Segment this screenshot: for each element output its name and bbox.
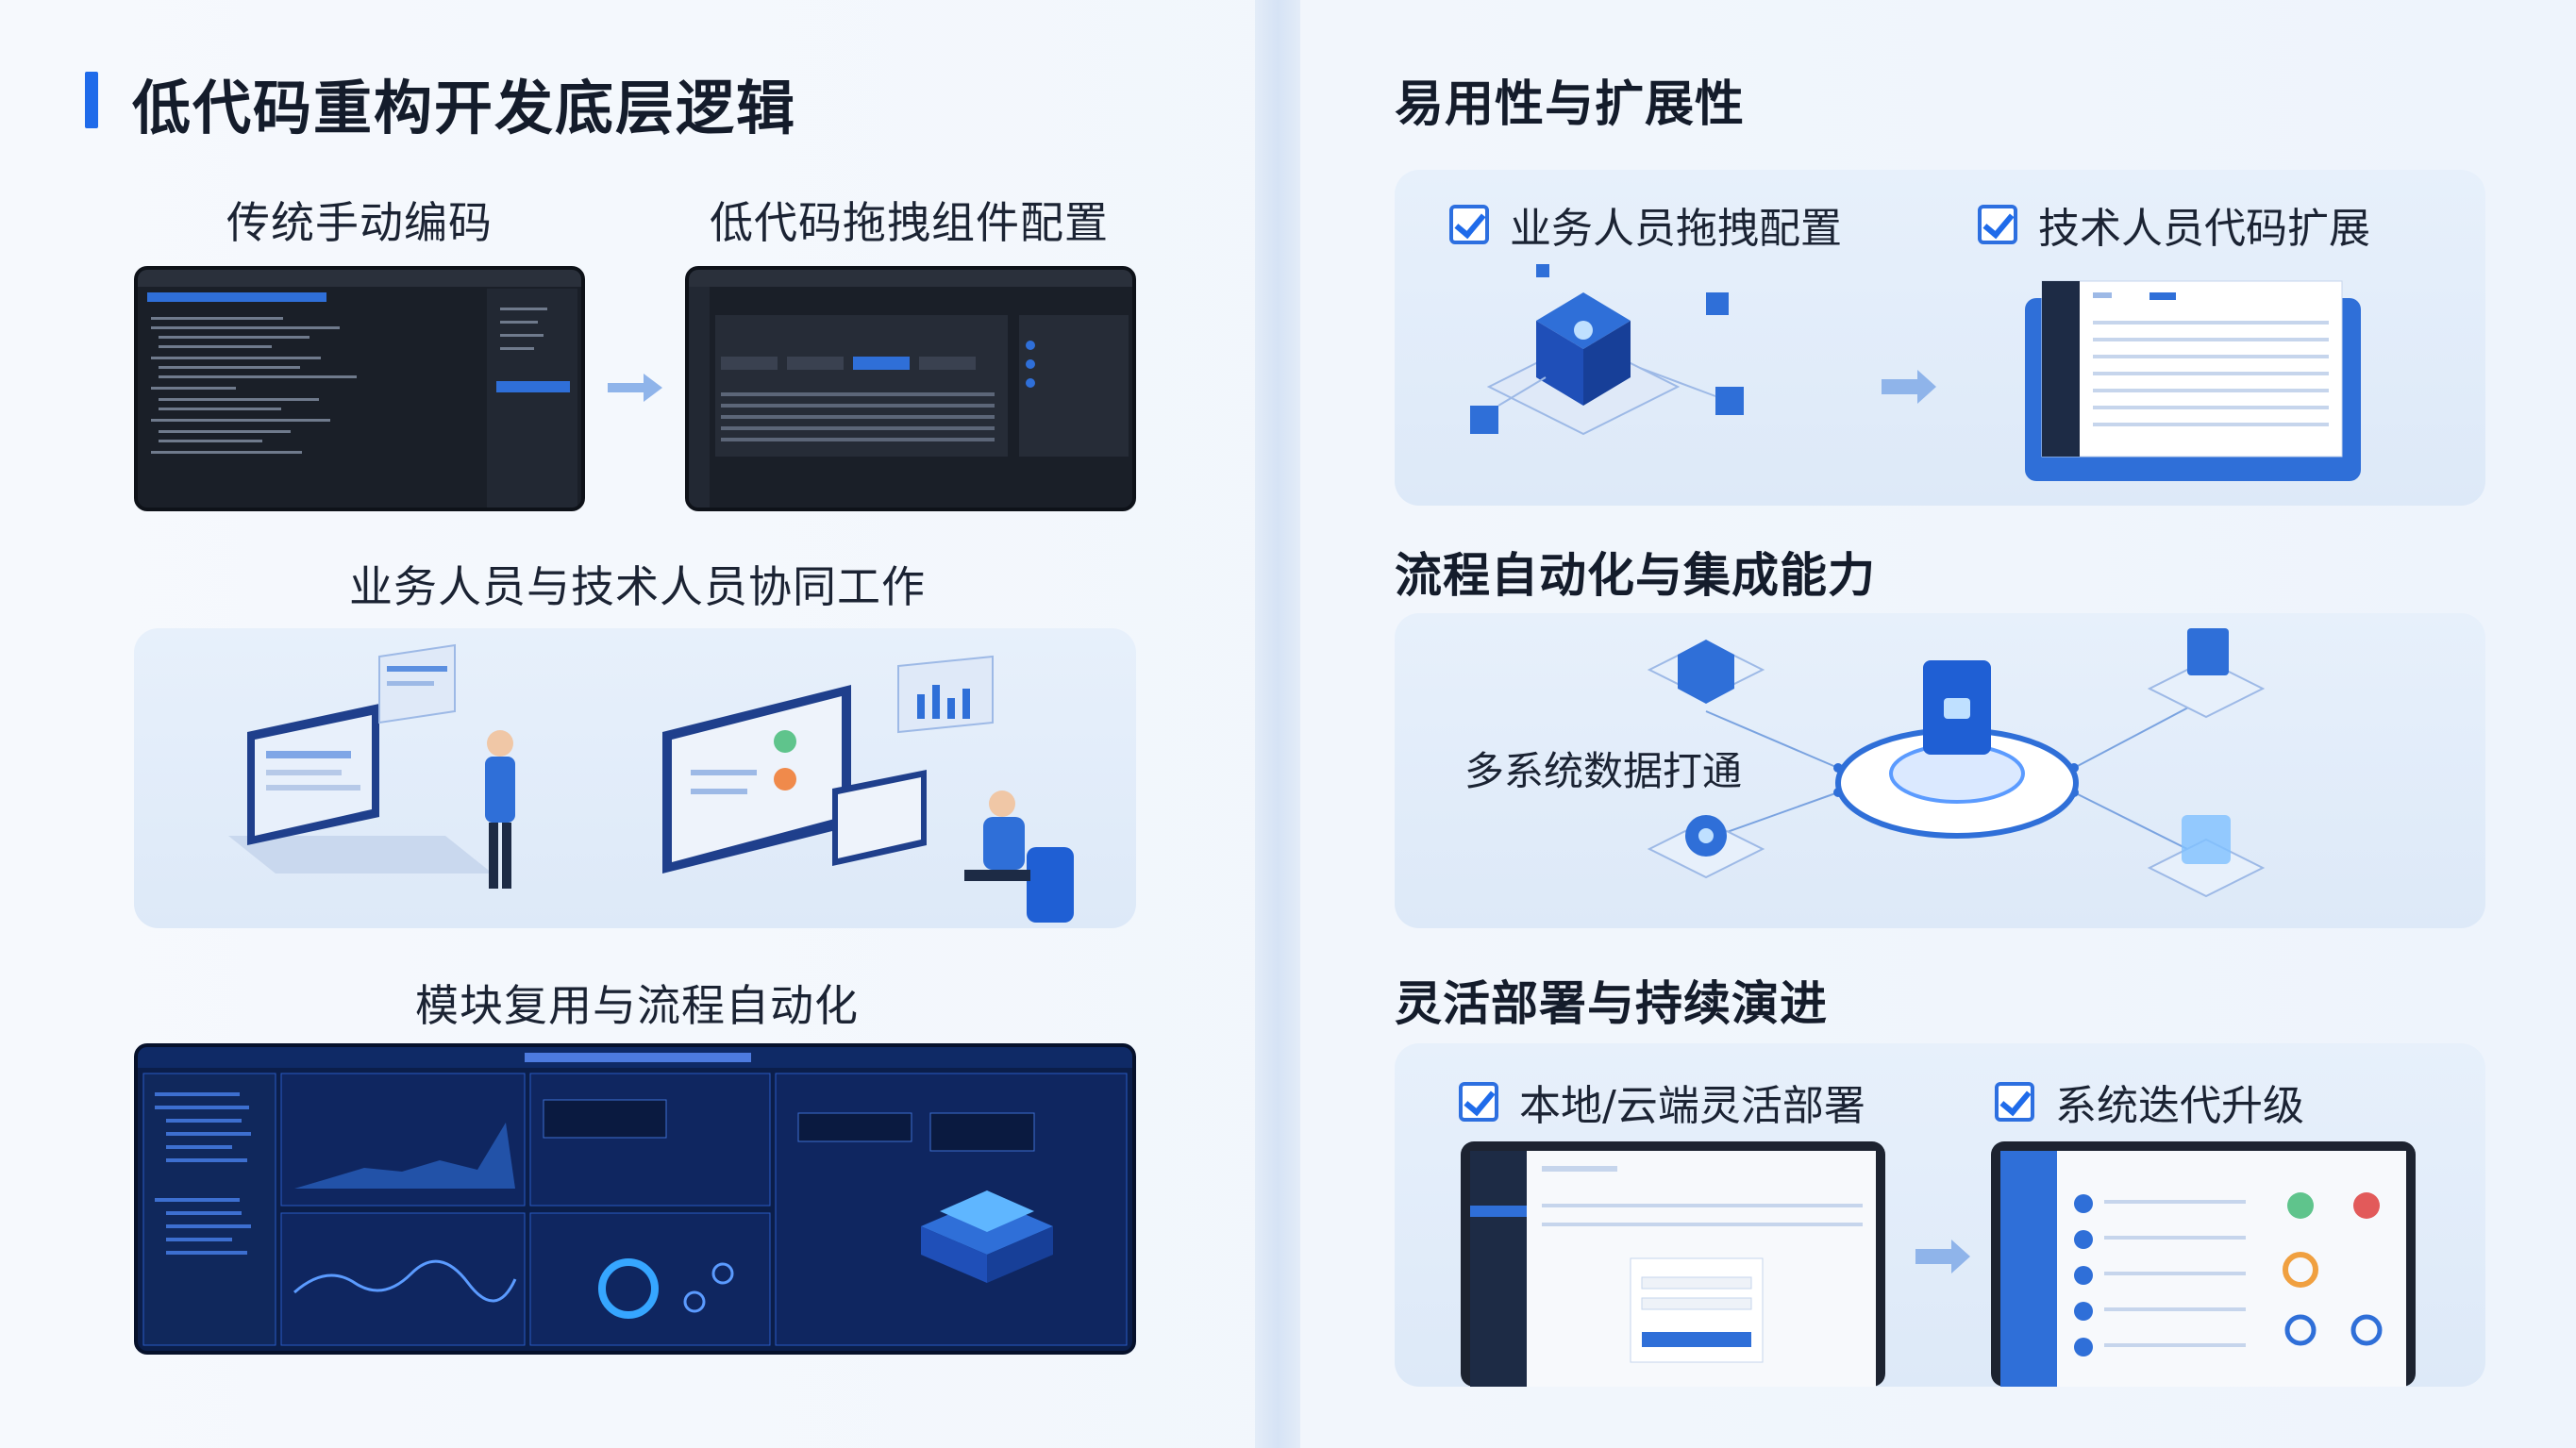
module-reuse-label: 模块复用与流程自动化: [415, 980, 859, 1031]
check-business-drag-label: 业务人员拖拽配置: [1510, 205, 1842, 253]
checkbox-checked-icon: [1995, 1082, 2034, 1122]
code-editor-screenshot: [134, 266, 585, 511]
integration-illustration: [1647, 628, 2266, 898]
traditional-coding-label: 传统手动编码: [226, 197, 493, 248]
usability-illustration: [1470, 264, 2361, 481]
checkbox-checked-icon: [1978, 205, 2017, 244]
data-link-label: 多系统数据打通: [1464, 748, 1743, 794]
check-local-cloud: 本地/云端灵活部署: [1459, 1072, 1865, 1132]
check-local-cloud-label: 本地/云端灵活部署: [1519, 1082, 1865, 1130]
arrow-right-icon: [608, 374, 662, 402]
check-business-drag: 业务人员拖拽配置: [1449, 194, 1842, 255]
automation-dashboard-graphic: [138, 1047, 1132, 1346]
collaboration-label: 业务人员与技术人员协同工作: [349, 561, 926, 612]
lowcode-config-screenshot: [685, 266, 1136, 511]
collaboration-panel: [134, 628, 1136, 928]
process-integration-title: 流程自动化与集成能力: [1395, 548, 1876, 603]
check-iteration-label: 系统迭代升级: [2055, 1082, 2304, 1130]
automation-dashboard-screenshot: [134, 1043, 1136, 1355]
lowcode-config-label: 低代码拖拽组件配置: [710, 197, 1109, 248]
check-tech-code: 技术人员代码扩展: [1978, 194, 2370, 255]
checkbox-checked-icon: [1459, 1082, 1498, 1122]
integration-panel: [1395, 613, 2485, 928]
title-accent-bar: [85, 72, 98, 128]
deploy-illustration: [1461, 1141, 2416, 1387]
check-iteration: 系统迭代升级: [1995, 1072, 2304, 1132]
deploy-evolve-title: 灵活部署与持续演进: [1395, 976, 1828, 1031]
column-divider: [1255, 0, 1300, 1448]
left-title: 低代码重构开发底层逻辑: [132, 74, 797, 142]
usability-title: 易用性与扩展性: [1395, 76, 1746, 133]
check-tech-code-label: 技术人员代码扩展: [2038, 205, 2370, 253]
checkbox-checked-icon: [1449, 205, 1489, 244]
collaboration-illustration: [228, 643, 1074, 923]
lowcode-config-graphic: [689, 270, 1132, 508]
code-editor-graphic: [138, 270, 581, 508]
usability-panel: [1395, 170, 2485, 506]
deploy-panel: [1395, 1043, 2485, 1387]
